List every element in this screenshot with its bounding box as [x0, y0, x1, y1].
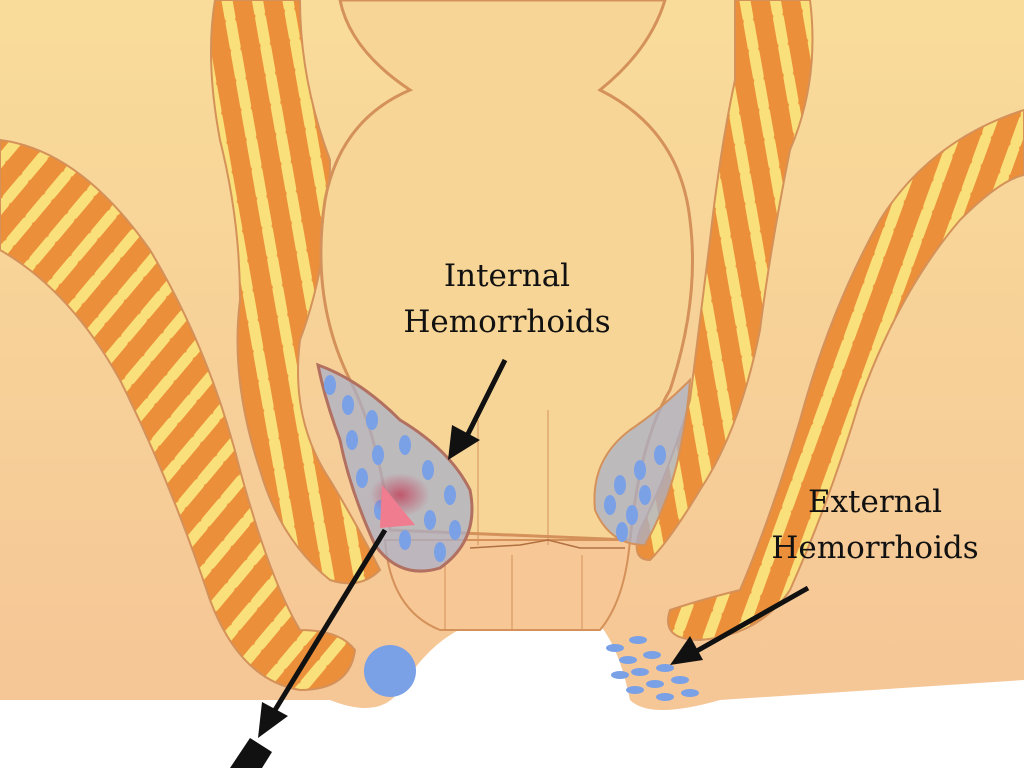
right-outer-muscle: [667, 108, 1024, 642]
right-inner-muscle: [635, 0, 814, 562]
arrow-internal: [448, 358, 508, 460]
internal-hemorrhoids-label: Internal Hemorrhoids: [392, 253, 622, 345]
internal-label-line1: Internal: [443, 258, 571, 294]
internal-hemorrhoid-icon: [316, 362, 474, 573]
external-hemorrhoids-label: External Hemorrhoids: [755, 479, 995, 571]
external-label-line2: Hemorrhoids: [771, 530, 979, 566]
internal-label-line2: Hemorrhoids: [403, 304, 611, 340]
right-internal-cushion-icon: [593, 377, 692, 547]
left-outer-muscle: [0, 138, 357, 692]
arrow-bleeding: [230, 528, 388, 768]
dentate-line: [469, 539, 625, 549]
bleeding-marker-icon: [380, 485, 415, 528]
arrow-external: [670, 585, 810, 665]
external-hemorrhoid-icon: [606, 636, 699, 701]
external-label-line1: External: [807, 484, 943, 520]
thrombosed-vein-icon: [364, 645, 416, 697]
skin-surface: [0, 625, 1024, 768]
